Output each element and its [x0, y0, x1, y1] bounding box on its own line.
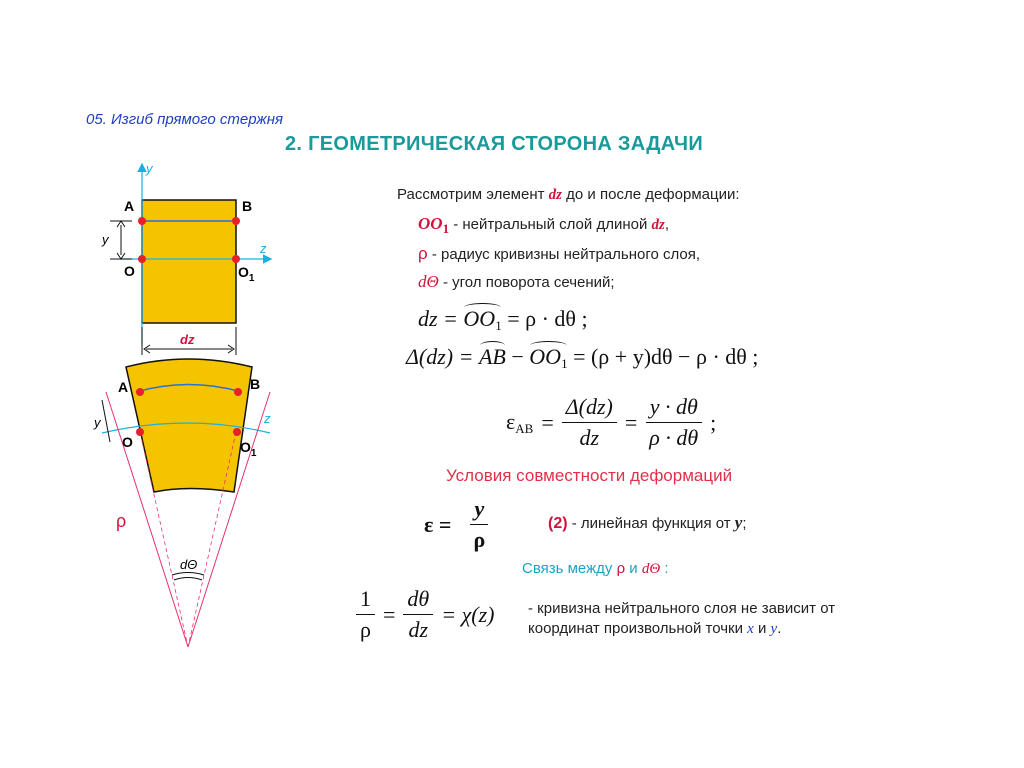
svg-text:B: B: [250, 376, 260, 392]
curvature-line-2: координат произвольной точки x и y.: [528, 620, 782, 637]
undeformed-element: [141, 199, 237, 324]
intro-line: Рассмотрим элемент dz до и после деформа…: [397, 186, 740, 203]
svg-text:O1: O1: [240, 439, 257, 459]
point-a-marker: [138, 217, 146, 225]
definition-dtheta: dΘ - угол поворота сечений;: [418, 272, 615, 291]
beam-element-diagram: y z A B O O1 y dz z dΘ ρ y A B O O1: [93, 161, 273, 648]
deformed-element: [125, 358, 253, 493]
point-o1-label: O1: [238, 264, 255, 284]
svg-text:z: z: [263, 411, 271, 426]
point-b-label: B: [242, 198, 252, 214]
dtheta-label: dΘ: [180, 557, 197, 572]
formula-delta-dz: Δ(dz) = AB − OO1 = (ρ + y)dθ − ρ · dθ ;: [406, 341, 759, 371]
svg-text:A: A: [118, 379, 128, 395]
slide-title: 2. ГЕОМЕТРИЧЕСКАЯ СТОРОНА ЗАДАЧИ: [285, 133, 704, 155]
linear-function-line: (2) - линейная функция от y;: [548, 513, 747, 532]
point-o-marker: [138, 255, 146, 263]
z-axis-bottom: [101, 422, 271, 434]
point-b-marker: [232, 217, 240, 225]
point-a-label: A: [124, 198, 134, 214]
compat-heading: Условия совместности деформаций: [446, 466, 733, 485]
svg-text:O: O: [122, 434, 133, 450]
dim-y-label: y: [101, 232, 110, 247]
rho-label: ρ: [116, 511, 126, 531]
formula-dz: dz = OO1 = ρ · dθ ;: [418, 303, 588, 333]
link-line: Связь между ρ и dΘ :: [522, 560, 669, 577]
definition-oo1: OO1 - нейтральный слой длиной dz,: [418, 214, 670, 236]
slide-subtitle: 05. Изгиб прямого стержня: [86, 111, 283, 128]
dim-dz-label: dz: [180, 332, 195, 347]
svg-text:y: y: [93, 415, 102, 430]
axis-y-label: y: [145, 161, 154, 176]
definition-rho: ρ - радиус кривизны нейтрального слоя,: [418, 244, 701, 263]
axis-z-label: z: [259, 241, 267, 256]
point-o-label: O: [124, 263, 135, 279]
point-o1-marker: [232, 255, 240, 263]
curvature-line-1: - кривизна нейтрального слоя не зависит …: [528, 600, 836, 617]
